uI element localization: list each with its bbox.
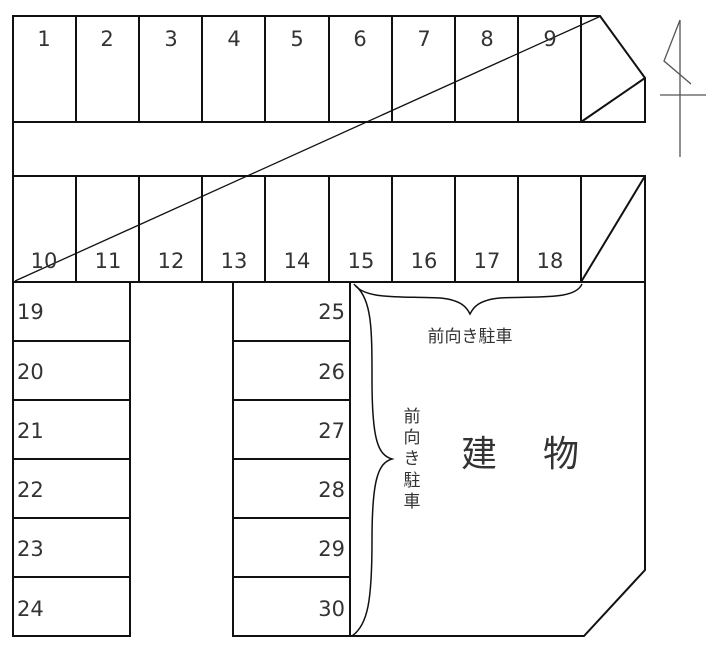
space-22: 22 — [17, 478, 44, 502]
space-7: 7 — [417, 27, 430, 51]
space-19: 19 — [17, 300, 44, 324]
space-2: 2 — [100, 27, 113, 51]
svg-text:駐: 駐 — [404, 471, 421, 491]
space-5: 5 — [290, 27, 303, 51]
space-27: 27 — [318, 419, 345, 443]
horizontal-brace — [353, 283, 583, 316]
space-10: 10 — [31, 249, 58, 273]
svg-text:前: 前 — [404, 407, 421, 427]
space-24: 24 — [17, 597, 44, 621]
space-13: 13 — [221, 249, 248, 273]
space-15: 15 — [348, 249, 375, 273]
building-label-2: 物 — [543, 434, 579, 475]
vertical-brace — [351, 285, 395, 637]
svg-text:向: 向 — [404, 428, 421, 448]
svg-text:車: 車 — [404, 492, 421, 512]
space-28: 28 — [318, 478, 345, 502]
space-21: 21 — [17, 419, 44, 443]
space-26: 26 — [318, 360, 345, 384]
space-20: 20 — [17, 360, 44, 384]
space-29: 29 — [318, 537, 345, 561]
space-1: 1 — [37, 27, 50, 51]
building-label-1: 建 — [461, 434, 497, 475]
space-25: 25 — [318, 300, 345, 324]
front-parking-label-horizontal: 前向き駐車 — [428, 327, 513, 347]
top-row-outline — [12, 15, 646, 123]
space-8: 8 — [480, 27, 493, 51]
building-outline — [350, 282, 646, 637]
space-6: 6 — [353, 27, 366, 51]
space-23: 23 — [17, 537, 44, 561]
space-4: 4 — [227, 27, 240, 51]
space-14: 14 — [284, 249, 311, 273]
north-arrow-icon — [660, 19, 706, 157]
svg-text:き: き — [404, 449, 421, 469]
space-12: 12 — [158, 249, 185, 273]
space-9: 9 — [543, 27, 556, 51]
space-3: 3 — [164, 27, 177, 51]
space-30: 30 — [318, 597, 345, 621]
space-16: 16 — [411, 249, 438, 273]
space-17: 17 — [474, 249, 501, 273]
space-11: 11 — [95, 249, 122, 273]
front-parking-label-vertical: 前 向 き 駐 車 — [404, 407, 421, 512]
space-18: 18 — [537, 249, 564, 273]
